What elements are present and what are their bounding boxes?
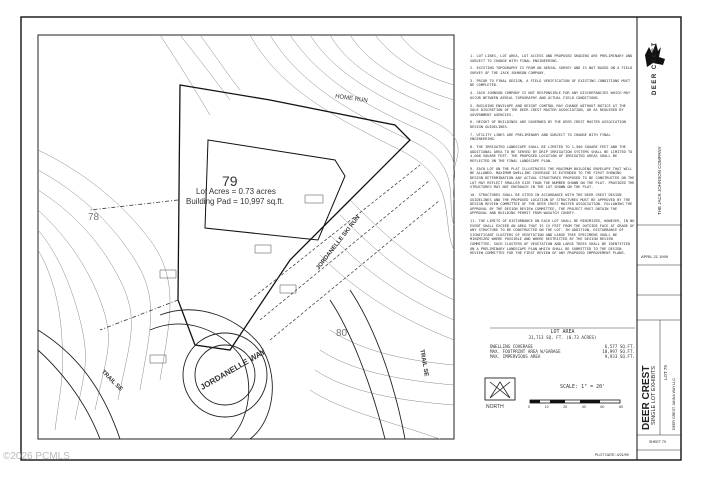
row-value: 9,933 SQ.FT. bbox=[604, 354, 635, 359]
scale-tick: 60 bbox=[600, 405, 605, 409]
adjacent-lot-80: 80 bbox=[336, 328, 348, 339]
lot-area-table: LOT AREA 31,713 SQ. FT. (0.73 ACRES) DWE… bbox=[490, 329, 635, 360]
row-label: MAX. FOOTPRINT AREA W/GARAGE bbox=[490, 349, 561, 354]
note-item: 10. STRUCTURES SHALL BE SITED IN ACCORDA… bbox=[470, 192, 633, 216]
scale-tick: 40 bbox=[581, 405, 586, 409]
scale-tick: 0 bbox=[528, 405, 530, 409]
north-arrow-icon bbox=[489, 381, 511, 399]
lot-area-row: MAX. IMPERVIOUS AREA 9,933 SQ.FT. bbox=[490, 354, 635, 359]
note-item: 9. EACH LOT ON THE PLAT ILLUSTRATES THE … bbox=[470, 166, 635, 190]
note-item: 7. UTILITY LINES ARE PRELIMINARY AND SUB… bbox=[470, 132, 611, 142]
building-pad-label: Building Pad = 10,997 sq.ft. bbox=[186, 197, 285, 206]
lot-area-title: LOT AREA bbox=[550, 329, 575, 335]
note-item: 2. EXISTING TOPOGRAPHY IS FROM AN AERIAL… bbox=[470, 66, 633, 75]
contour-markers bbox=[149, 194, 324, 364]
company-name: THE JACK JOHNSON COMPANY bbox=[657, 146, 662, 215]
scale-ticks: 0 10 20 40 60 80 bbox=[528, 405, 623, 409]
row-label: DWELLING COVERAGE bbox=[490, 344, 533, 349]
adjacent-lot-78: 78 bbox=[88, 212, 100, 223]
watermark: ©2026 PCMLS bbox=[3, 451, 70, 462]
lot-number: 79 bbox=[222, 173, 238, 189]
lot-designation: LOT 79 bbox=[663, 365, 668, 380]
lot-area-total: 31,713 SQ. FT. (0.73 ACRES) bbox=[528, 335, 597, 340]
building-envelope bbox=[204, 139, 346, 241]
project-subtitle: SINGLE LOT EXHIBITS bbox=[651, 366, 657, 425]
logo-text: DEER CREST bbox=[652, 41, 658, 95]
sheet-number: SHEET 79 bbox=[649, 440, 666, 444]
note-item: 11. THE LIMITS OF DISTURBANCE ON EACH LO… bbox=[470, 219, 635, 256]
lot-78-boundary bbox=[89, 199, 179, 331]
row-label: MAX. IMPERVIOUS AREA bbox=[490, 354, 541, 359]
sheet-border bbox=[20, 16, 682, 461]
note-item: 1. LOT LINES, LOT AREA, LOT ACCESS AND P… bbox=[470, 54, 633, 63]
ski-run bbox=[249, 164, 441, 341]
lot-area-row: MAX. FOOTPRINT AREA W/GARAGE 10,997 SQ.FT… bbox=[490, 349, 635, 354]
deer-logo-icon bbox=[645, 43, 665, 67]
note-item: 4. JACK JOHNSON COMPANY IS NOT RESPONSIB… bbox=[470, 91, 631, 100]
plot-date: PLOT DATE: 4/21/99 bbox=[595, 453, 629, 457]
note-item: 6. HEIGHT OF BUILDINGS ARE GOVERNED BY T… bbox=[470, 120, 626, 130]
lot-area-row: DWELLING COVERAGE 6,577 SQ.FT. bbox=[490, 344, 635, 349]
row-value: 6,577 SQ.FT. bbox=[604, 344, 635, 349]
scale-tick: 80 bbox=[618, 405, 623, 409]
scale-tick: 10 bbox=[544, 405, 549, 409]
scale-tick: 20 bbox=[563, 405, 568, 409]
scale-text: SCALE: 1" = 20' bbox=[560, 384, 606, 390]
general-notes: 1. LOT LINES, LOT AREA, LOT ACCESS AND P… bbox=[470, 54, 635, 259]
title-date: APRIL 21 1999 bbox=[641, 254, 668, 259]
lot-79-boundary bbox=[177, 84, 411, 351]
scale-bar bbox=[529, 399, 621, 404]
north-arrow-box bbox=[484, 377, 516, 401]
roads bbox=[37, 289, 406, 440]
note-item: 5. BUILDING ENVELOPE AND HEIGHT CONTROL … bbox=[470, 103, 626, 117]
lot-acres-label: Lot Acres = 0.73 acres bbox=[196, 187, 276, 196]
contour-lines bbox=[37, 34, 459, 440]
drawing-frame bbox=[37, 34, 455, 440]
row-value: 10,997 SQ.FT. bbox=[602, 349, 635, 354]
note-item: 8. THE IRRIGATED LANDSCAPE SHALL BE LIMI… bbox=[470, 145, 633, 163]
north-label: NORTH bbox=[486, 404, 504, 410]
note-item: 3. PRIOR TO FINAL DESIGN, A FIELD VERIFI… bbox=[470, 78, 631, 88]
address: DEER CREST JANNA WAY LLC bbox=[672, 378, 676, 430]
